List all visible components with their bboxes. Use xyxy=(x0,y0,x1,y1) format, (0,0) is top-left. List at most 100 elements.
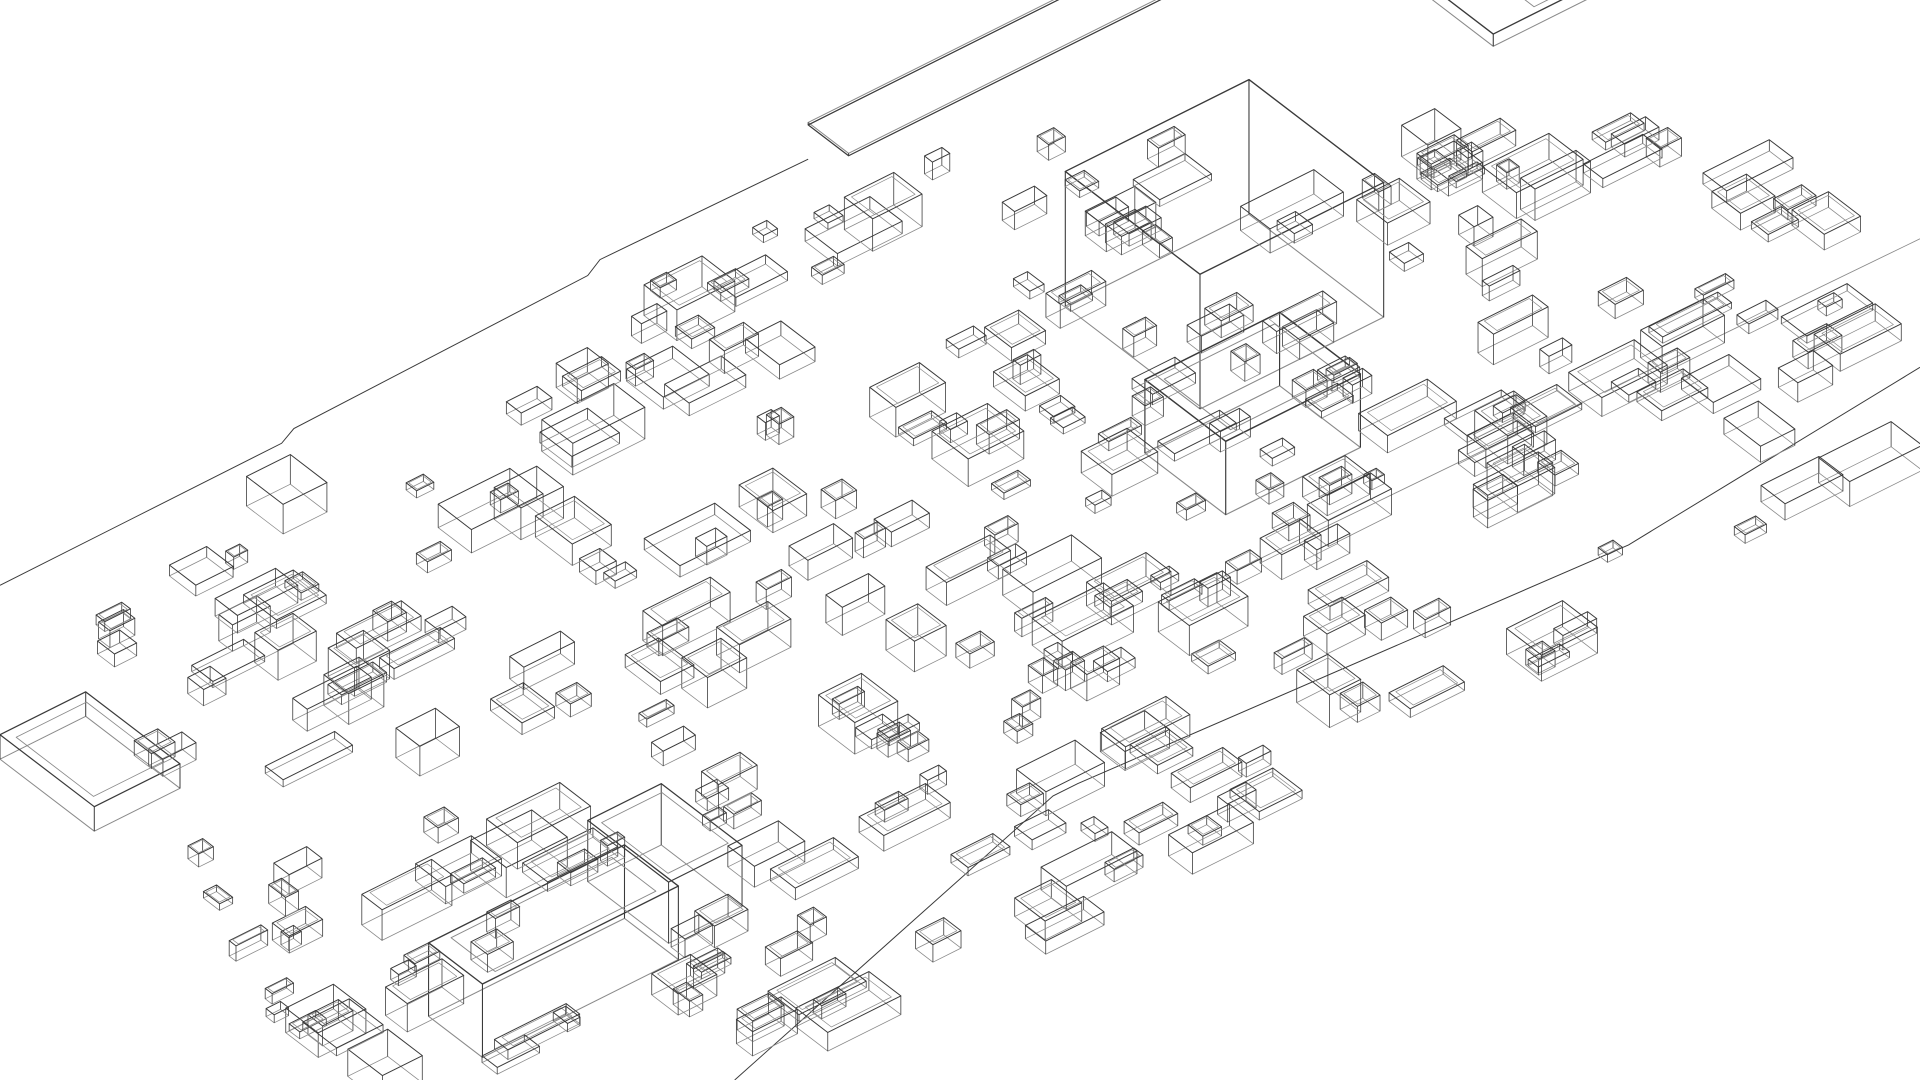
component xyxy=(925,534,1012,606)
box-top xyxy=(1648,291,1733,338)
component xyxy=(898,410,948,447)
component xyxy=(1157,572,1249,656)
component xyxy=(1342,367,1373,404)
box-top xyxy=(1458,205,1494,228)
box-top xyxy=(987,543,1027,567)
box-base xyxy=(292,687,372,732)
box-inner xyxy=(1315,564,1382,603)
box-base xyxy=(1217,799,1257,823)
box-inner xyxy=(699,896,744,924)
box-top xyxy=(975,409,1020,436)
box-base xyxy=(1342,386,1373,404)
box-base xyxy=(716,629,792,674)
box-top xyxy=(769,837,859,889)
component xyxy=(765,406,795,446)
component xyxy=(228,924,269,962)
box-top xyxy=(470,809,568,869)
box-top xyxy=(1358,378,1457,437)
component xyxy=(1733,515,1767,544)
box-inner xyxy=(1309,385,1350,410)
component xyxy=(990,469,1031,500)
box-base xyxy=(1773,194,1817,221)
box-inner xyxy=(722,604,785,642)
component xyxy=(756,490,784,528)
box-base xyxy=(1113,218,1162,247)
box-top xyxy=(1001,185,1048,213)
box-base xyxy=(1012,368,1042,386)
component xyxy=(534,495,612,566)
box-base xyxy=(1186,320,1245,354)
box-base xyxy=(1064,213,1385,410)
component xyxy=(975,409,1020,455)
box-top xyxy=(1229,767,1303,813)
box-top xyxy=(1388,241,1424,264)
box-inner xyxy=(1476,476,1514,499)
box-top xyxy=(1610,367,1657,396)
box-top xyxy=(955,630,995,655)
box-top xyxy=(1262,290,1338,333)
box-top xyxy=(651,725,696,752)
box-inner xyxy=(1150,127,1183,147)
box-base xyxy=(423,821,459,844)
component xyxy=(361,858,453,941)
box-base xyxy=(187,851,214,868)
box-inner xyxy=(979,411,1016,433)
component xyxy=(1131,386,1164,427)
component xyxy=(651,725,696,767)
component xyxy=(284,571,320,601)
box-top xyxy=(246,454,328,505)
component xyxy=(1363,467,1385,491)
box-top xyxy=(626,345,710,398)
box-base xyxy=(767,963,867,1022)
box-top xyxy=(1122,316,1158,338)
box-base xyxy=(246,483,328,535)
box-top xyxy=(1123,801,1179,834)
box-base xyxy=(1255,486,1285,505)
component xyxy=(493,465,565,541)
component xyxy=(486,899,521,939)
box-inner xyxy=(1656,295,1725,334)
component xyxy=(736,992,785,1043)
box-inner xyxy=(994,471,1028,492)
component xyxy=(1597,539,1623,563)
box-base xyxy=(486,808,591,870)
box-inner xyxy=(189,839,212,853)
box-base xyxy=(579,561,617,586)
box-base xyxy=(1132,160,1212,207)
component xyxy=(1006,782,1044,818)
box-base xyxy=(643,286,736,342)
box-inner xyxy=(385,630,449,666)
box-base xyxy=(1147,145,1186,168)
box-top xyxy=(1040,831,1138,887)
component xyxy=(796,906,827,944)
component xyxy=(820,478,858,520)
box-top xyxy=(642,576,731,627)
box-inner xyxy=(1144,225,1170,243)
box-base xyxy=(693,957,732,980)
component xyxy=(1388,665,1465,718)
component xyxy=(625,352,655,387)
box-top xyxy=(708,321,760,352)
box-top xyxy=(843,171,923,220)
component xyxy=(1014,879,1083,941)
box-base xyxy=(1364,614,1409,641)
component xyxy=(539,407,620,468)
box-top xyxy=(347,1028,423,1077)
box-base xyxy=(1104,860,1144,883)
box-inner xyxy=(989,313,1041,345)
box-top xyxy=(424,605,467,631)
box-base xyxy=(187,682,227,707)
component xyxy=(695,778,730,812)
box-base xyxy=(1457,434,1534,477)
component xyxy=(1777,350,1834,403)
component xyxy=(1036,127,1066,161)
component xyxy=(1610,367,1657,403)
box-base xyxy=(769,849,859,901)
box-base xyxy=(218,621,271,652)
box-base xyxy=(97,642,138,668)
box-base xyxy=(642,606,731,657)
box-base xyxy=(638,707,675,728)
component xyxy=(670,914,714,959)
box-inner xyxy=(232,926,265,945)
